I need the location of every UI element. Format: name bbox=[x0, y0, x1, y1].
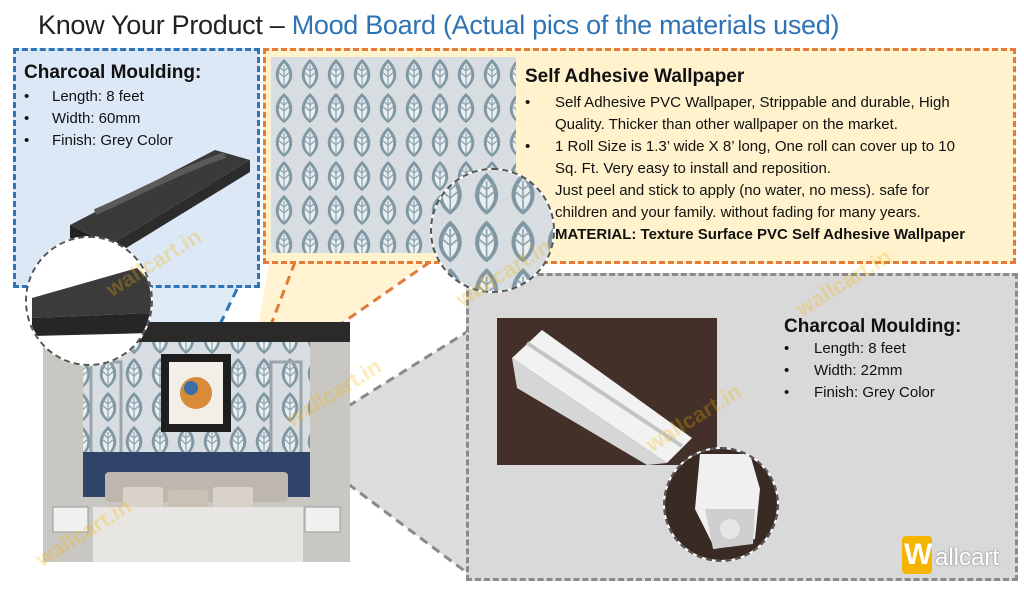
top-panel-text: Self Adhesive Wallpaper •Self Adhesive P… bbox=[525, 66, 1005, 246]
bullet2-line4: children and your family. without fading… bbox=[555, 204, 921, 221]
spec-width: Width: 22mm bbox=[784, 360, 961, 382]
spec-length: Length: 8 feet bbox=[784, 338, 961, 360]
bedroom-photo bbox=[43, 322, 350, 562]
logo-letter: W bbox=[904, 538, 933, 571]
right-panel-text: Charcoal Moulding: Length: 8 feet Width:… bbox=[784, 316, 961, 404]
bullet2-line2: Sq. Ft. Very easy to install and reposit… bbox=[555, 160, 831, 177]
left-panel-text: Charcoal Moulding: Length: 8 feet Width:… bbox=[24, 62, 201, 152]
white-moulding-closeup-circle bbox=[663, 447, 779, 562]
bullet1-line2: Quality. Thicker than other wallpaper on… bbox=[555, 116, 898, 133]
logo-text: allcart bbox=[935, 544, 1000, 571]
title-accent: Mood Board (Actual pics of the materials… bbox=[291, 10, 840, 40]
bullet2-line1: 1 Roll Size is 1.3’ wide X 8’ long, One … bbox=[555, 138, 955, 155]
spec-finish: Finish: Grey Color bbox=[784, 382, 961, 404]
bullet1-line1: Self Adhesive PVC Wallpaper, Strippable … bbox=[555, 94, 950, 111]
wallpaper-description: •Self Adhesive PVC Wallpaper, Strippable… bbox=[525, 94, 966, 243]
right-spec-list: Length: 8 feet Width: 22mm Finish: Grey … bbox=[784, 338, 961, 404]
spec-length: Length: 8 feet bbox=[24, 86, 201, 108]
right-panel-title: Charcoal Moulding: bbox=[784, 316, 962, 337]
bullet2-line3: Just peel and stick to apply (no water, … bbox=[555, 182, 930, 199]
spec-finish: Finish: Grey Color bbox=[24, 130, 201, 152]
wallpaper-closeup-circle bbox=[430, 168, 555, 293]
wallpaper-closeup-image bbox=[432, 170, 553, 291]
charcoal-closeup-image bbox=[27, 238, 151, 364]
left-spec-list: Length: 8 feet Width: 60mm Finish: Grey … bbox=[24, 86, 201, 152]
white-moulding-closeup-image bbox=[665, 449, 777, 560]
charcoal-closeup-circle bbox=[25, 236, 153, 366]
left-panel-title: Charcoal Moulding: bbox=[24, 62, 202, 83]
white-moulding-photo bbox=[497, 318, 717, 465]
wallcart-logo: W allcart bbox=[902, 536, 1014, 576]
spec-width: Width: 60mm bbox=[24, 108, 201, 130]
top-panel-title: Self Adhesive Wallpaper bbox=[525, 66, 745, 87]
page-title: Know Your Product – Mood Board (Actual p… bbox=[38, 10, 839, 41]
title-main: Know Your Product – bbox=[38, 10, 292, 40]
material-line: MATERIAL: Texture Surface PVC Self Adhes… bbox=[555, 226, 966, 243]
